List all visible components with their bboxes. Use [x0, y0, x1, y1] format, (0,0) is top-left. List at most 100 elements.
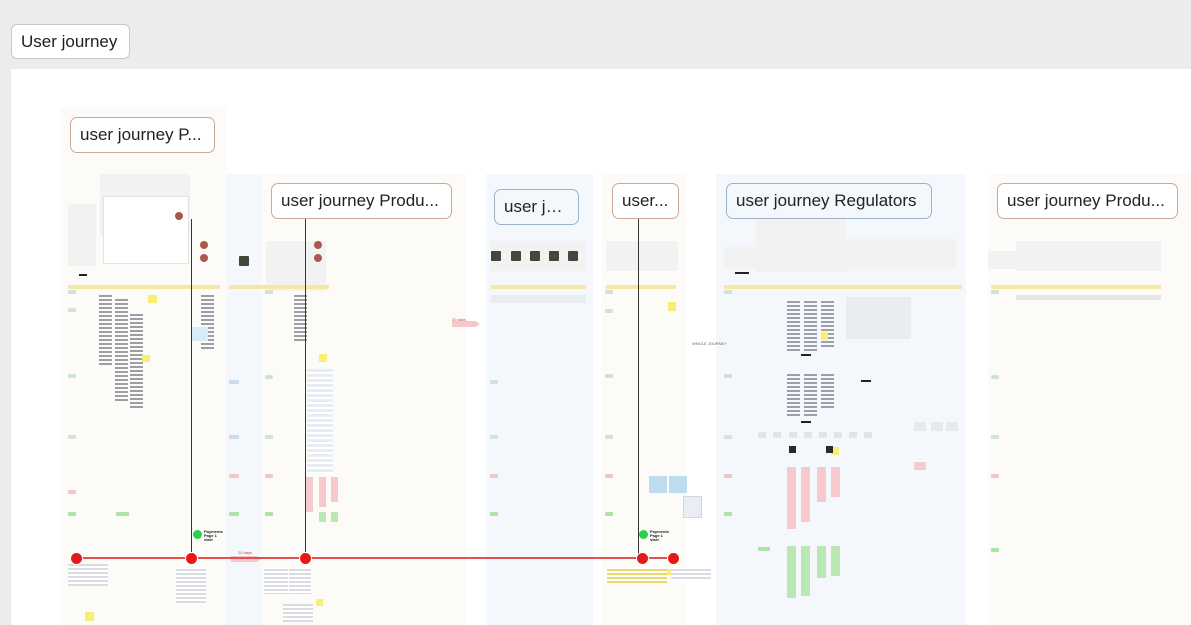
stage-chip[interactable] — [229, 474, 239, 478]
info-card[interactable] — [649, 476, 667, 493]
stage-chip[interactable] — [991, 375, 999, 379]
stage-chip[interactable] — [724, 435, 732, 439]
sticky-note-green[interactable] — [319, 512, 326, 522]
sticky-note-green[interactable] — [331, 512, 338, 522]
stage-chip[interactable] — [68, 308, 76, 312]
stage-chip[interactable] — [605, 435, 613, 439]
stage-chip[interactable] — [605, 512, 613, 516]
sticky-note-red[interactable] — [787, 467, 796, 529]
header-mock-6 — [1016, 241, 1161, 271]
stage-chip[interactable] — [68, 512, 76, 516]
stage-chip[interactable] — [991, 290, 999, 294]
stage-chip[interactable] — [991, 474, 999, 478]
header-row-1 — [68, 285, 220, 289]
stage-chip[interactable] — [724, 512, 732, 516]
marker — [735, 272, 749, 274]
stage-chip[interactable] — [265, 435, 273, 439]
stage-chip[interactable] — [68, 290, 76, 294]
section-title-5[interactable]: user journey Regulators — [726, 183, 932, 219]
stage-chip[interactable] — [605, 290, 613, 294]
milestone-dot[interactable] — [70, 552, 83, 565]
stage-chip[interactable] — [490, 435, 498, 439]
stage-chip[interactable] — [724, 290, 732, 294]
notes-column — [804, 301, 817, 361]
stage-chip[interactable] — [68, 435, 76, 439]
milestone-dot[interactable] — [667, 552, 680, 565]
icon-tile — [914, 422, 926, 431]
milestone-dot[interactable] — [636, 552, 649, 565]
stage-chip[interactable] — [490, 474, 498, 478]
sticky-note-green[interactable] — [801, 546, 810, 596]
icon-tile — [773, 432, 781, 438]
section-title-2[interactable]: user journey Produ... — [271, 183, 452, 219]
header-mock-1-side — [68, 204, 96, 266]
sticky-note[interactable] — [664, 569, 671, 575]
sticky-note[interactable] — [668, 302, 676, 311]
sticky-note-red[interactable] — [801, 467, 810, 522]
stage-chip[interactable] — [68, 374, 76, 378]
milestone-dot[interactable] — [185, 552, 198, 565]
stage-chip[interactable] — [724, 374, 732, 378]
sticky-note-green[interactable] — [831, 546, 840, 576]
photo-thumbnail — [511, 251, 521, 261]
frame-title[interactable]: User journey — [11, 24, 130, 59]
section-title-6[interactable]: user journey Produ... — [997, 183, 1178, 219]
sticky-note[interactable] — [319, 354, 327, 362]
icon-tile — [758, 432, 766, 438]
sticky-note-red[interactable] — [306, 477, 313, 512]
stage-chip[interactable] — [724, 474, 732, 478]
sticky-note-red[interactable] — [831, 467, 840, 497]
photo-thumbnail — [239, 256, 249, 266]
sticky-note-green[interactable] — [817, 546, 826, 578]
milestone-dot[interactable] — [299, 552, 312, 565]
section-title-4[interactable]: user... — [612, 183, 679, 219]
notes-column — [115, 299, 128, 419]
sticky-note-red[interactable] — [319, 477, 326, 507]
stage-chip[interactable] — [229, 435, 239, 439]
stage-chip[interactable] — [605, 374, 613, 378]
stage-chip[interactable] — [229, 512, 239, 516]
photo-thumbnail — [491, 251, 501, 261]
sticky-note[interactable] — [316, 599, 323, 606]
screenshot-card[interactable] — [683, 496, 702, 518]
section-title-1[interactable]: user journey P... — [70, 117, 215, 153]
stage-chip[interactable] — [490, 512, 498, 516]
sticky-note[interactable] — [142, 355, 150, 362]
sticky-note[interactable] — [831, 447, 839, 455]
sticky-note-red[interactable] — [914, 462, 926, 470]
notes-column — [804, 374, 817, 424]
header-mock-1-card — [103, 196, 189, 264]
icon-tile — [826, 446, 833, 453]
icon-tile — [849, 432, 857, 438]
info-card[interactable] — [669, 476, 687, 493]
payments-label: Payments Page 1 start — [204, 529, 223, 542]
header-mock-5b — [724, 247, 756, 269]
sticky-note-red[interactable] — [817, 467, 826, 502]
stage-chip[interactable] — [229, 380, 239, 384]
stage-chip[interactable] — [68, 490, 76, 494]
sticky-note[interactable] — [821, 332, 828, 340]
stage-chip[interactable] — [991, 548, 999, 552]
sticky-note[interactable] — [148, 295, 157, 303]
sticky-note[interactable] — [85, 612, 94, 621]
stage-chip[interactable] — [265, 290, 273, 294]
whiteboard-canvas[interactable]: Payments Page 1 start Payments Page 1 st… — [11, 69, 1191, 625]
sticky-note-green[interactable] — [787, 546, 796, 598]
info-card[interactable] — [191, 327, 208, 341]
row-divider-6 — [1016, 295, 1161, 300]
stage-chip[interactable] — [605, 474, 613, 478]
notes-block-long — [307, 369, 333, 474]
avatar-icon — [200, 241, 208, 249]
stage-chip[interactable] — [265, 512, 273, 516]
stage-chip[interactable] — [116, 512, 129, 516]
stage-chip[interactable] — [490, 380, 498, 384]
sticky-note-red[interactable] — [331, 477, 338, 502]
stage-chip[interactable] — [265, 474, 273, 478]
document-thumb — [671, 569, 711, 581]
stage-chip[interactable] — [605, 309, 613, 313]
stage-chip[interactable] — [758, 547, 770, 551]
section-title-3[interactable]: user jo... — [494, 189, 579, 225]
icon-tile — [789, 446, 796, 453]
stage-chip[interactable] — [265, 375, 273, 379]
stage-chip[interactable] — [991, 435, 999, 439]
